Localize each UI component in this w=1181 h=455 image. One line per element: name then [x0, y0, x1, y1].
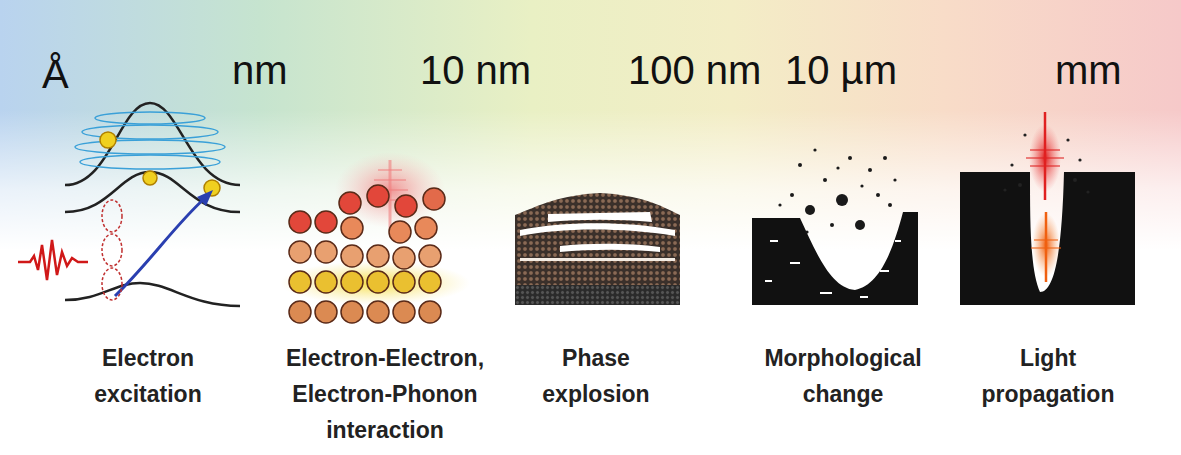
lattice-figure: [280, 152, 470, 323]
phase-explosion-figure: [515, 193, 680, 305]
scale-label: 100 nm: [628, 50, 761, 90]
light-propagation-figure: [960, 112, 1135, 305]
electron-excitation-figure: [18, 103, 240, 306]
scale-label: 10 µm: [785, 50, 897, 90]
scale-label: 10 nm: [420, 50, 531, 90]
scale-label: nm: [232, 50, 288, 90]
caption-label: Electron-Electron, Electron-Phonon inter…: [265, 340, 505, 448]
scale-label: mm: [1055, 50, 1122, 90]
morphology-figure: [752, 148, 918, 305]
caption-label: Morphological change: [743, 340, 943, 412]
caption-label: Electron excitation: [68, 340, 228, 412]
caption-label: Light propagation: [963, 340, 1133, 412]
scale-label: Å: [42, 54, 69, 94]
caption-label: Phase explosion: [521, 340, 671, 412]
